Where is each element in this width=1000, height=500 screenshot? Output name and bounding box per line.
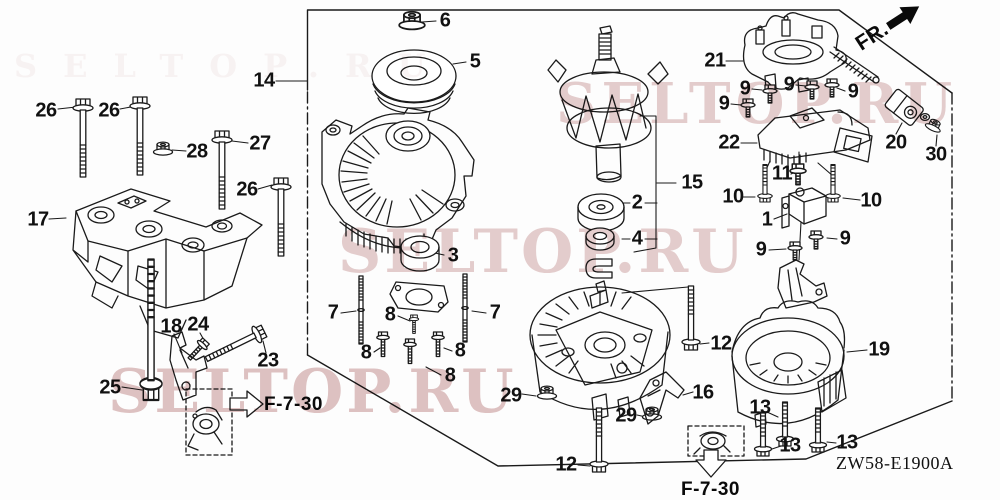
bolt-12-bottom <box>589 407 609 473</box>
bolt-13-c <box>808 407 828 453</box>
screw-9-a <box>762 84 778 104</box>
nut-6 <box>398 10 426 31</box>
stud-7-right <box>461 273 469 343</box>
bracket-1 <box>781 187 827 229</box>
see-reference-left: F-7-30 <box>264 394 323 415</box>
connector-20 <box>884 88 924 126</box>
bolt-26-c <box>270 177 292 257</box>
group-14-border <box>306 9 953 467</box>
bolt-8-c <box>431 331 445 358</box>
stud-7-left <box>357 275 365 345</box>
bolt-8-d <box>408 314 420 334</box>
see-reference-bottom: F-7-30 <box>681 479 740 500</box>
bolt-8-b <box>403 338 417 365</box>
bolt-12-top <box>681 285 701 351</box>
retainer-plate <box>389 281 449 313</box>
bearing-3 <box>400 235 440 272</box>
bolt-26-b <box>129 96 151 176</box>
screw-11 <box>789 163 807 186</box>
pulley-5 <box>371 49 457 115</box>
stay-bracket-18 <box>169 331 208 401</box>
screw-9-d <box>740 98 756 118</box>
front-housing <box>529 280 671 421</box>
retainer-clip <box>585 258 613 279</box>
bolt-8-a <box>376 331 390 358</box>
washer-4 <box>585 227 615 251</box>
rotor-15 <box>547 25 669 183</box>
washer-small <box>919 112 931 122</box>
rear-cover-19 <box>731 300 847 428</box>
bearing-2 <box>577 193 625 232</box>
bolt-13-a <box>753 411 773 457</box>
alternator-body <box>321 107 475 254</box>
bolt-10-left <box>757 164 773 203</box>
diagram-code: ZW58-E1900A <box>836 453 954 473</box>
bolt-26-a <box>72 98 94 178</box>
cable-clamp-left <box>185 388 233 456</box>
fr-arrow-icon <box>885 6 920 30</box>
see-ref-arrow-down <box>695 449 727 478</box>
mount-bracket-17 <box>72 188 263 339</box>
bolt-27 <box>211 130 233 210</box>
nut-28 <box>152 141 174 156</box>
screw-9-e <box>808 230 824 250</box>
bolt-25 <box>138 258 164 402</box>
l-stay <box>777 259 828 309</box>
fr-direction-marker: FR. <box>851 0 926 56</box>
bolt-23 <box>201 322 269 368</box>
regulator-22 <box>757 107 873 166</box>
see-ref-arrow-right <box>229 390 264 418</box>
bolt-10-right <box>825 164 841 203</box>
stay-bracket-16 <box>639 371 685 425</box>
